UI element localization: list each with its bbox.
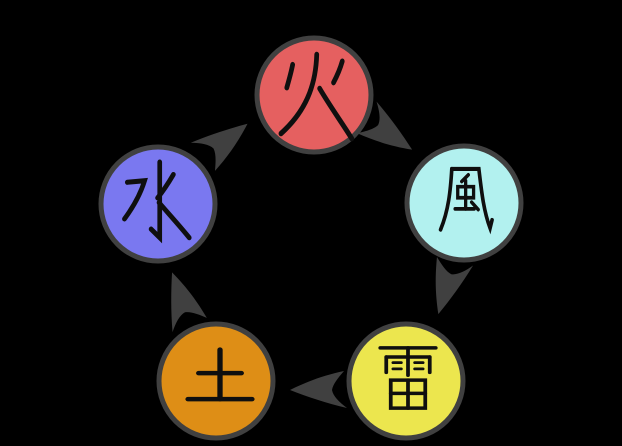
node-wind: [404, 143, 524, 263]
cycle-arrows: [171, 101, 474, 408]
arrow-earth-to-water: [171, 272, 207, 333]
kanji-water: [122, 159, 192, 244]
arrow-fire-to-wind: [357, 101, 413, 150]
node-lightning: [346, 321, 466, 441]
arrow-lightning-to-earth: [290, 371, 347, 408]
node-earth: [156, 321, 276, 441]
earth-circle: [156, 321, 276, 441]
node-water: [98, 144, 218, 264]
wind-circle: [404, 143, 524, 263]
kanji-wind: [438, 166, 494, 235]
kanji-fire: [278, 51, 355, 142]
arrow-water-to-fire: [190, 123, 248, 171]
node-fire: [254, 35, 374, 155]
kanji-lightning: [378, 346, 438, 410]
arrow-wind-to-lightning: [435, 256, 474, 315]
fire-circle: [254, 35, 374, 155]
kanji-earth: [185, 347, 255, 402]
